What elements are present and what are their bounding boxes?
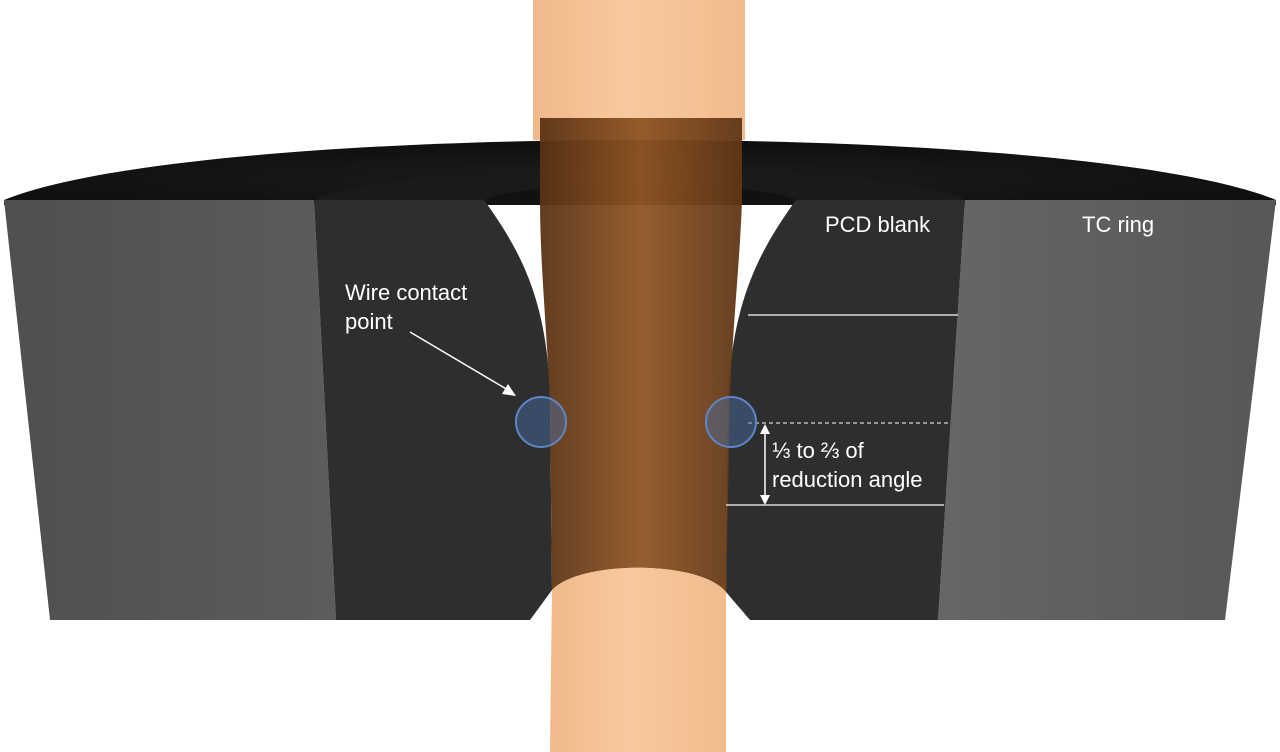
reduction-arrow-head-up xyxy=(760,424,770,434)
label-wire-contact-line2: point xyxy=(345,309,393,334)
pcd-blank-left xyxy=(314,200,552,620)
reduction-arrow-head-down xyxy=(760,495,770,505)
label-wire-contact-line1: Wire contact xyxy=(345,280,467,305)
contact-point-circle-right xyxy=(705,396,757,448)
pcd-blank-right xyxy=(726,200,965,620)
label-tc-ring: TC ring xyxy=(1082,212,1154,237)
tc-ring-right xyxy=(938,200,1276,620)
wire-contact-pointer-line xyxy=(409,331,509,391)
wire-lower xyxy=(550,567,726,752)
tc-ring-left xyxy=(4,200,336,620)
wire-inside-die xyxy=(540,118,742,592)
label-pcd-blank: PCD blank xyxy=(825,212,931,237)
wire-contact-pointer-head xyxy=(502,384,516,396)
label-reduction-line1: ⅓ to ⅔ of xyxy=(772,438,865,463)
wire-upper xyxy=(533,0,745,140)
contact-point-circle-left xyxy=(515,396,567,448)
label-reduction-line2: reduction angle xyxy=(772,467,922,492)
